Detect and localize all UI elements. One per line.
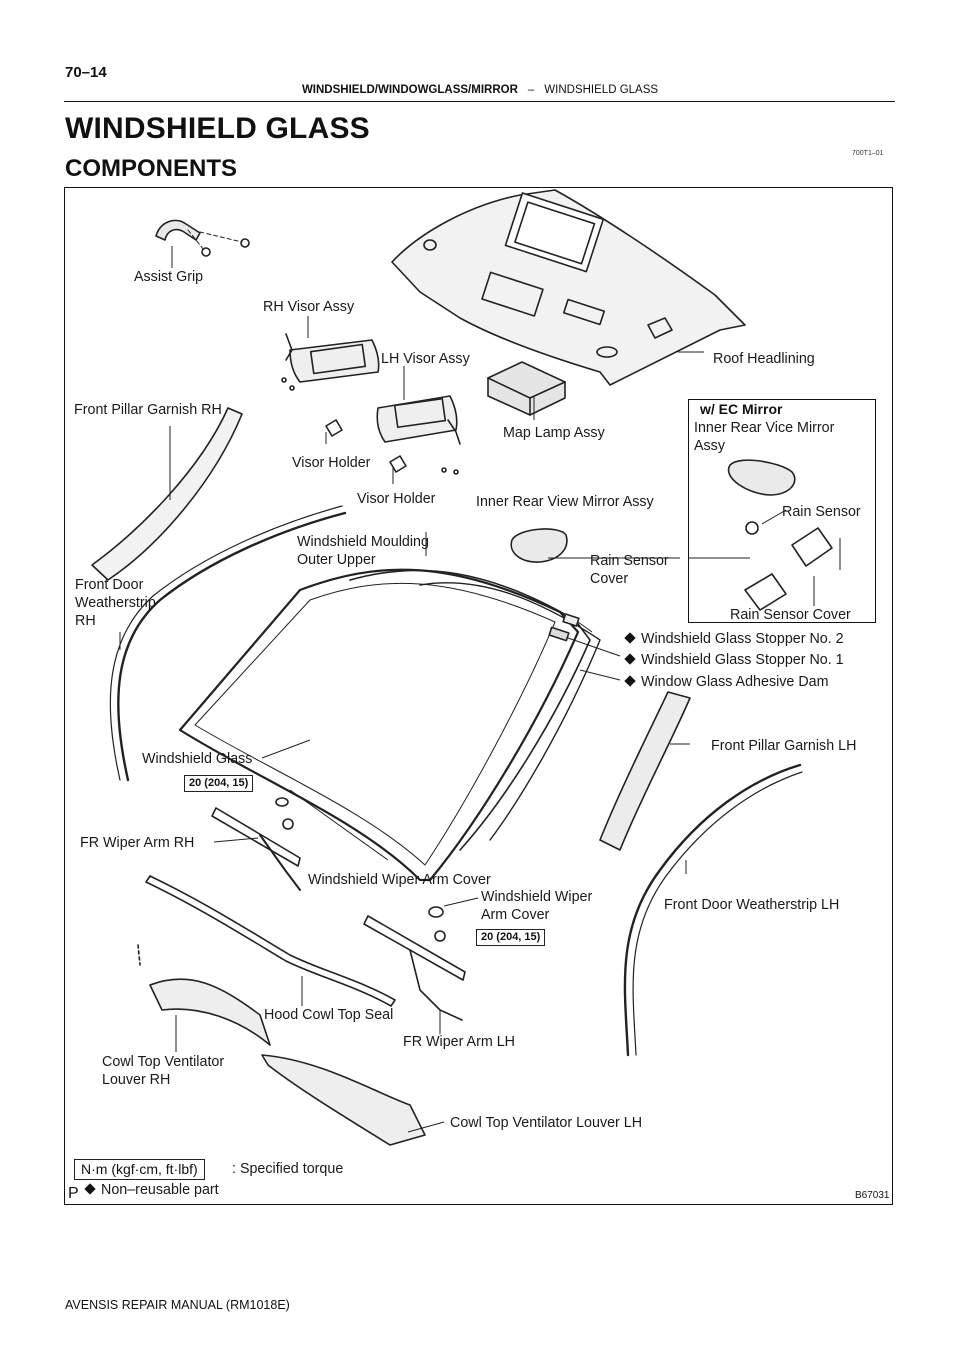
- torque-spec-2: 20 (204, 15): [476, 929, 546, 946]
- nonreusable-diamond-icon: [624, 675, 636, 687]
- rh-visor-part: [281, 333, 380, 391]
- figure-code: 700T1–01: [852, 150, 884, 157]
- running-header: WINDSHIELD/WINDOWGLASS/MIRROR–WINDSHIELD…: [0, 84, 960, 96]
- label-fr-wiper-lh: FR Wiper Arm LH: [403, 1034, 516, 1050]
- legend-nonreusable-text: Non–reusable part: [101, 1182, 219, 1198]
- label-cowl-lh: Cowl Top Ventilator Louver LH: [450, 1115, 643, 1131]
- label-fr-wiper-rh: FR Wiper Arm RH: [80, 835, 195, 851]
- inner-mirror-part: [510, 528, 568, 563]
- label-front-pillar-lh: Front Pillar Garnish LH: [711, 738, 857, 754]
- page-title: WINDSHIELD GLASS: [65, 112, 370, 145]
- figure-frame: [64, 187, 893, 1205]
- stopper-2-part: [562, 613, 580, 627]
- label-map-lamp: Map Lamp Assy: [503, 425, 605, 441]
- label-front-door-ws-rh: Front Door Weatherstrip RH: [75, 577, 156, 629]
- label-rh-visor: RH Visor Assy: [263, 299, 355, 315]
- p-mark: P: [68, 1185, 79, 1202]
- cowl-rh-part: [149, 978, 271, 1046]
- cowl-lh-part: [261, 1054, 426, 1146]
- fr-wiper-lh-part: [363, 915, 466, 981]
- label-windshield-glass: Windshield Glass: [142, 751, 253, 767]
- label-moulding: Windshield Moulding Outer Upper: [297, 534, 429, 568]
- front-pillar-rh-part: [91, 407, 243, 581]
- label-ec-rain-sensor: Rain Sensor: [782, 504, 861, 520]
- map-lamp-part: [487, 361, 566, 416]
- label-hood-seal: Hood Cowl Top Seal: [264, 1007, 394, 1023]
- page-footer: AVENSIS REPAIR MANUAL (RM1018E): [65, 1298, 290, 1312]
- label-dam: Window Glass Adhesive Dam: [624, 673, 829, 691]
- label-visor-holder-1: Visor Holder: [292, 455, 371, 471]
- page-subtitle: COMPONENTS: [65, 155, 238, 182]
- label-stopper-1: Windshield Glass Stopper No. 1: [624, 651, 844, 669]
- label-rain-sensor-cover: Rain Sensor Cover: [590, 553, 669, 587]
- figure-id: B67031: [855, 1190, 890, 1201]
- label-dam-text: Window Glass Adhesive Dam: [641, 674, 829, 690]
- front-door-ws-rh-part: [117, 511, 347, 782]
- lh-visor-part: [376, 395, 461, 475]
- legend-torque-text: : Specified torque: [232, 1161, 344, 1177]
- header-rule: [64, 101, 895, 102]
- leader-lines: [119, 246, 841, 1133]
- label-ec-inner-mirror: Inner Rear Vice Mirror Assy: [694, 420, 835, 454]
- label-front-door-ws-lh: Front Door Weatherstrip LH: [664, 897, 840, 913]
- label-cowl-rh: Cowl Top Ventilator Louver RH: [102, 1054, 225, 1088]
- label-wiper-cover-2: Windshield Wiper Arm Cover: [481, 889, 593, 923]
- ec-inner-mirror-part: [727, 459, 796, 496]
- header-separator: –: [527, 84, 535, 96]
- nonreusable-diamond-icon: [624, 632, 636, 644]
- front-pillar-lh-part: [599, 691, 691, 851]
- ec-mirror-title: w/ EC Mirror: [700, 401, 783, 417]
- nonreusable-diamond-icon: [624, 653, 636, 665]
- legend-nonreusable: Non–reusable part: [84, 1181, 219, 1199]
- ec-rain-sensor-cover-part-2: [744, 573, 787, 611]
- roof-headlining-part: [391, 189, 746, 386]
- torque-spec-1: 20 (204, 15): [184, 775, 254, 792]
- front-door-ws-lh-part: [623, 763, 802, 1057]
- ec-rain-sensor-cover-part-1: [791, 527, 833, 567]
- label-stopper-2: Windshield Glass Stopper No. 2: [624, 630, 844, 648]
- label-lh-visor: LH Visor Assy: [381, 351, 470, 367]
- label-front-pillar-rh: Front Pillar Garnish RH: [74, 402, 222, 418]
- label-wiper-cover-1: Windshield Wiper Arm Cover: [308, 872, 491, 888]
- label-roof-headlining: Roof Headlining: [713, 351, 815, 367]
- label-ec-rain-sensor-cover: Rain Sensor Cover: [730, 607, 851, 623]
- fr-wiper-rh-part: [211, 807, 301, 867]
- page-number: 70–14: [65, 64, 107, 81]
- header-section: WINDSHIELD/WINDOWGLASS/MIRROR: [301, 84, 518, 96]
- label-assist-grip: Assist Grip: [134, 269, 204, 285]
- assist-grip-part: [155, 219, 250, 257]
- visor-holder-part-1: [325, 419, 343, 437]
- hood-seal-part: [145, 875, 396, 1007]
- label-visor-holder-2: Visor Holder: [357, 491, 436, 507]
- legend-torque-box: N·m (kgf·cm, ft·lbf): [74, 1159, 205, 1180]
- ec-mirror-inset: [688, 399, 876, 623]
- stopper-1-part: [548, 626, 570, 642]
- label-inner-mirror: Inner Rear View Mirror Assy: [476, 494, 654, 510]
- label-stopper-1-text: Windshield Glass Stopper No. 1: [641, 652, 844, 668]
- header-subsection: WINDSHIELD GLASS: [544, 84, 659, 96]
- visor-holder-part-2: [389, 455, 407, 473]
- nonreusable-diamond-icon: [84, 1183, 96, 1195]
- ec-rain-sensor-part: [745, 521, 759, 535]
- label-stopper-2-text: Windshield Glass Stopper No. 2: [641, 631, 844, 647]
